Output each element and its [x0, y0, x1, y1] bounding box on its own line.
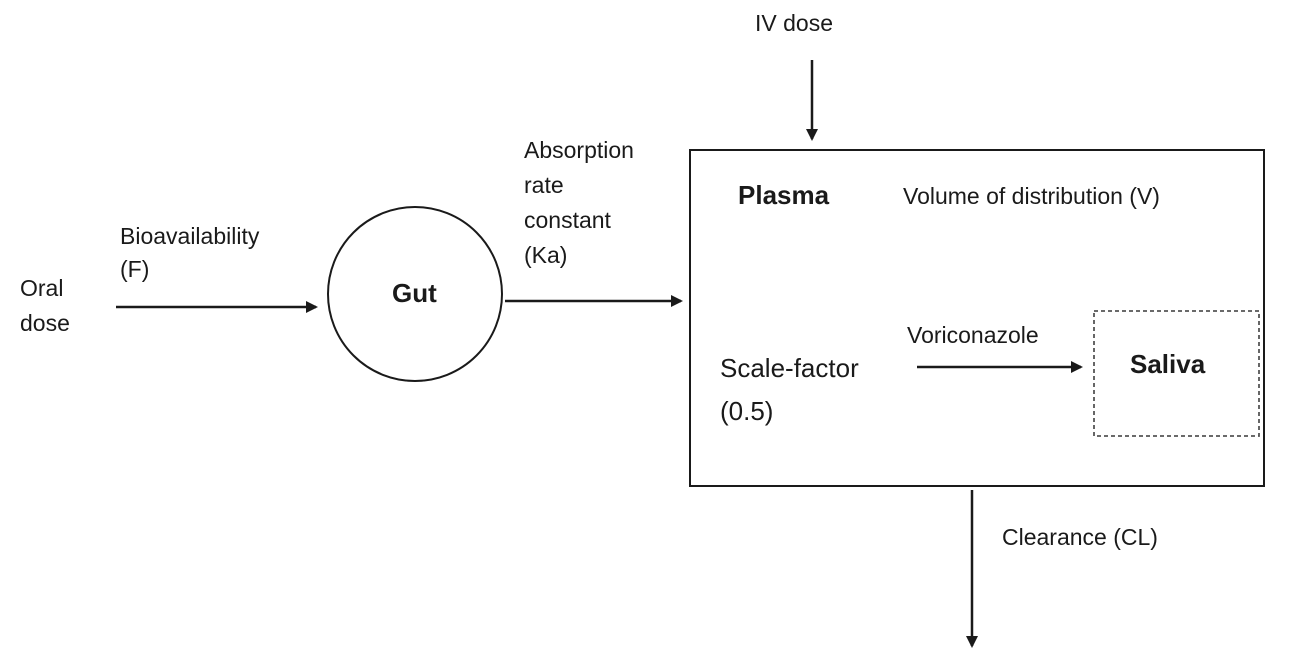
iv-dose-label: IV dose	[755, 10, 833, 36]
gut-compartment	[327, 206, 503, 382]
absorption-label-line3: constant	[524, 207, 611, 233]
absorption-label-line4: (Ka)	[524, 242, 568, 268]
plasma-label: Plasma	[738, 180, 830, 210]
voriconazole-label: Voriconazole	[907, 322, 1039, 348]
oral-dose-label-line2: dose	[20, 310, 70, 336]
absorption-label-line1: Absorption	[524, 137, 634, 163]
bioavailability-label-line1: Bioavailability	[120, 223, 260, 249]
scale-factor-label-line1: Scale-factor	[720, 353, 859, 383]
plasma-compartment	[689, 149, 1265, 487]
gut-label: Gut	[392, 278, 437, 308]
oral-dose-label-line1: Oral	[20, 275, 64, 301]
clearance-label: Clearance (CL)	[1002, 524, 1158, 550]
volume-label: Volume of distribution (V)	[903, 183, 1160, 209]
saliva-compartment	[1093, 310, 1260, 437]
bioavailability-label-line2: (F)	[120, 256, 150, 282]
scale-factor-label-line2: (0.5)	[720, 396, 774, 426]
saliva-label: Saliva	[1130, 349, 1206, 379]
absorption-label-line2: rate	[524, 172, 564, 198]
